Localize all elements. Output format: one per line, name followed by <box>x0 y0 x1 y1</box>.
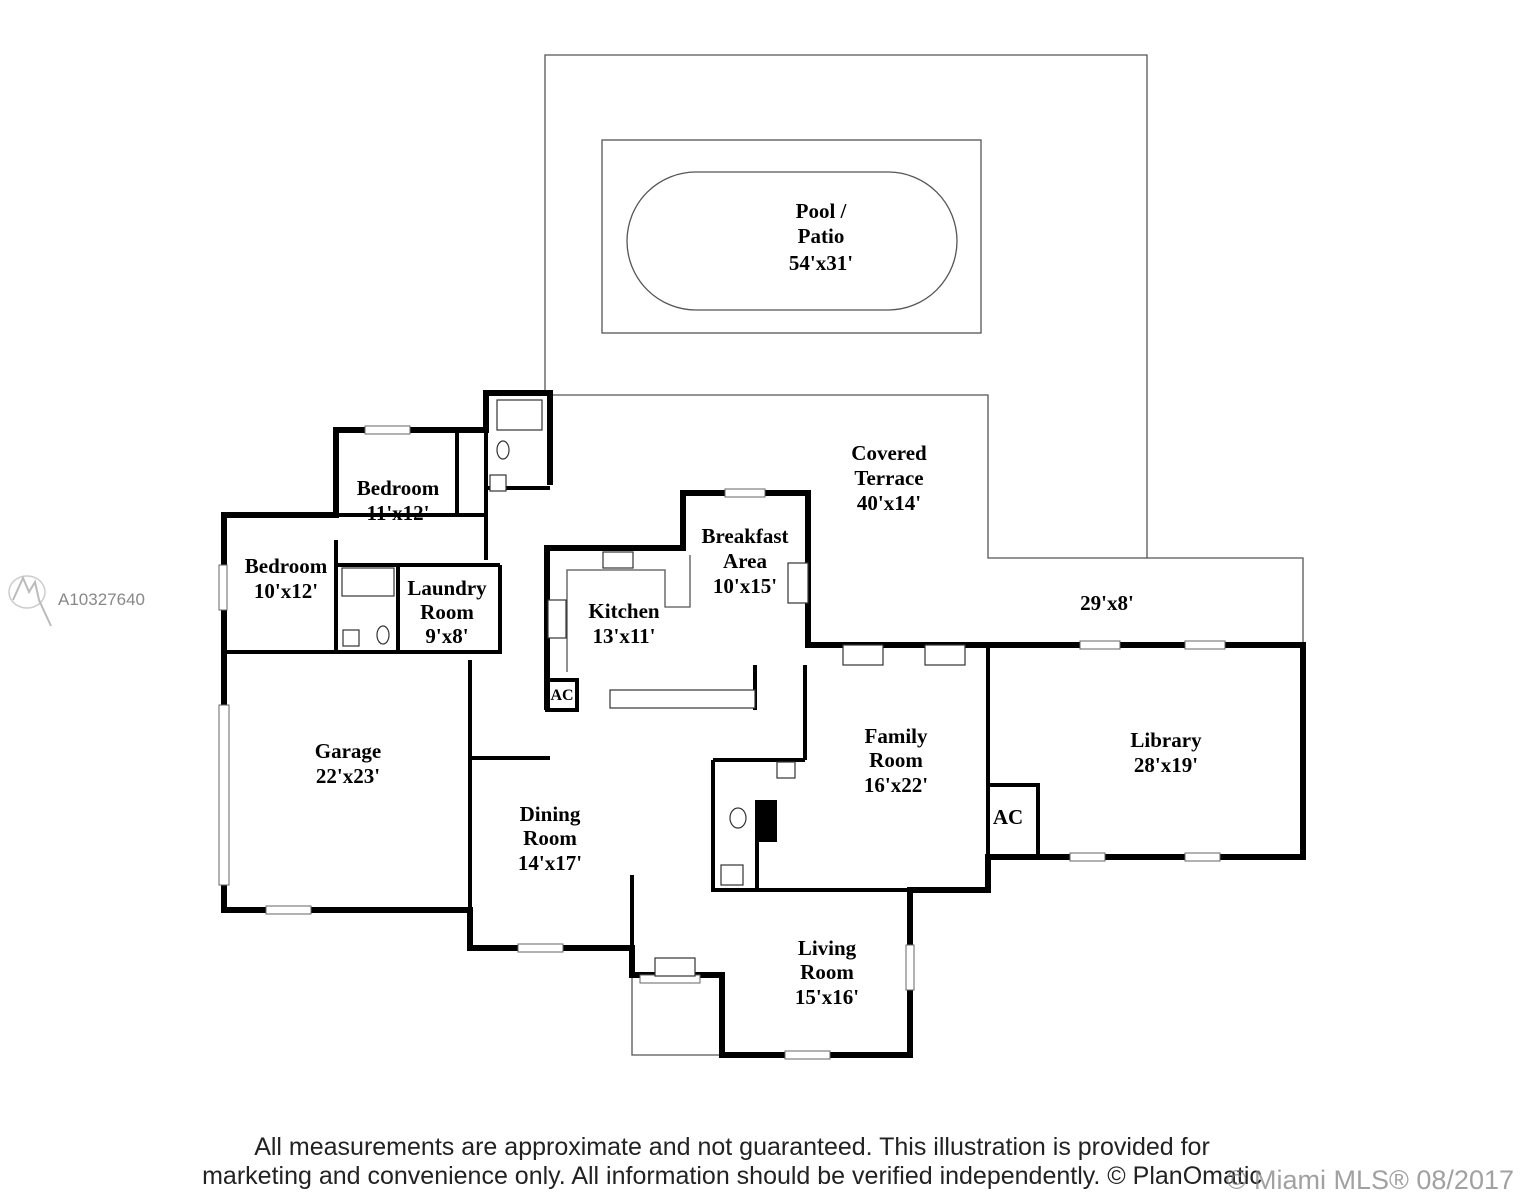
bedroom-label: Bedroom <box>245 554 328 578</box>
plan-shape <box>631 975 722 1056</box>
plan-shape <box>517 943 564 953</box>
shower-icon <box>341 567 395 597</box>
sink-icon <box>720 864 744 886</box>
plan-shape <box>12 575 52 627</box>
plan-shape <box>724 488 766 498</box>
pool-label: Pool / <box>796 199 848 223</box>
sink-icon <box>342 629 360 647</box>
toilet-icon <box>376 625 390 645</box>
room-label-text: Room <box>420 600 474 624</box>
plan-shape <box>224 565 502 654</box>
plan-shape <box>265 905 312 915</box>
sink-icon <box>489 474 507 492</box>
plan-shape <box>544 54 1304 645</box>
outdoor-outline <box>544 54 1304 1056</box>
mls-logo-watermark <box>8 575 52 627</box>
bedroom-label: Bedroom <box>357 476 440 500</box>
room-label-text: 16'x22' <box>864 773 928 797</box>
room-label-text: 28'x19' <box>1134 753 1198 777</box>
door-icon <box>842 644 884 666</box>
door-icon <box>787 562 809 604</box>
shower-icon <box>496 399 543 431</box>
room-label-text: 22'x23' <box>316 764 380 788</box>
plan-shape <box>711 760 757 892</box>
pool-shape <box>626 171 958 311</box>
plan-shape <box>755 800 988 892</box>
ac-label: AC <box>993 805 1023 829</box>
plan-shape <box>757 800 777 842</box>
plan-shape <box>545 678 579 712</box>
room-label-text: 15'x16' <box>795 985 859 1009</box>
room-label-text: 10'x15' <box>713 574 777 598</box>
plan-shape <box>988 783 1040 857</box>
plan-shape <box>609 689 756 709</box>
room-label-text: 54'x31' <box>789 251 853 275</box>
room-label-text: Room <box>800 960 854 984</box>
fixtures <box>341 399 966 977</box>
room-label-text: 13'x11' <box>592 624 655 648</box>
copyright-watermark: © Miami MLS® 08/2017 <box>1226 1165 1514 1195</box>
room-label-text: 11'x12' <box>366 501 429 525</box>
plan-shape <box>552 394 1147 559</box>
plan-shape <box>1184 852 1221 862</box>
toilet-icon <box>729 807 747 829</box>
sink-icon <box>776 761 796 779</box>
family-room-label: Family <box>865 724 928 748</box>
disclaimer-line-2: marketing and convenience only. All info… <box>202 1162 1262 1190</box>
plan-shape <box>601 139 982 334</box>
plan-shape <box>8 575 46 609</box>
garage-label: Garage <box>315 739 381 763</box>
kitchen-label: Kitchen <box>588 599 659 623</box>
plan-shape <box>218 704 230 886</box>
room-labels: Pool / Patio 54'x31' Covered Terrace 40'… <box>245 199 1202 1009</box>
room-label-text: Area <box>723 549 767 573</box>
living-room-label: Living <box>798 936 857 960</box>
breakfast-label: Breakfast <box>701 524 788 548</box>
room-label-text: Patio <box>798 224 845 248</box>
covered-terrace-label: Covered <box>851 441 927 465</box>
room-label-text: Room <box>523 826 577 850</box>
room-label-text: Room <box>869 748 923 772</box>
plan-shape <box>218 564 228 611</box>
plan-shape <box>905 944 915 991</box>
windows <box>218 425 1226 1060</box>
plan-shape <box>1184 640 1226 650</box>
room-label-text: Terrace <box>854 466 923 490</box>
door-icon <box>924 644 966 666</box>
library-label: Library <box>1130 728 1202 752</box>
room-label-text: 14'x17' <box>518 851 582 875</box>
terrace-ext-label: 29'x8' <box>1080 591 1134 615</box>
plan-shape <box>364 425 411 435</box>
walls <box>221 390 1306 1058</box>
stove-icon <box>547 599 567 639</box>
toilet-icon <box>496 440 510 460</box>
plan-shape <box>221 390 1306 1058</box>
listing-id-watermark: A10327640 <box>58 590 145 609</box>
room-label-text: 10'x12' <box>254 579 318 603</box>
disclaimer-line-1: All measurements are approximate and not… <box>254 1133 1210 1161</box>
room-label-text: 40'x14' <box>857 491 921 515</box>
room-label-text: 9'x8' <box>425 624 468 648</box>
plan-shape <box>566 555 691 672</box>
plan-shape <box>1079 640 1121 650</box>
door-icon <box>654 957 696 977</box>
disclaimer: All measurements are approximate and not… <box>0 1133 1464 1191</box>
plan-shape <box>784 1050 831 1060</box>
laundry-label: Laundry <box>407 576 487 600</box>
dining-room-label: Dining <box>520 802 581 826</box>
plan-shape <box>1069 852 1106 862</box>
sink-icon <box>602 551 634 569</box>
ac-label: AC <box>550 687 573 704</box>
